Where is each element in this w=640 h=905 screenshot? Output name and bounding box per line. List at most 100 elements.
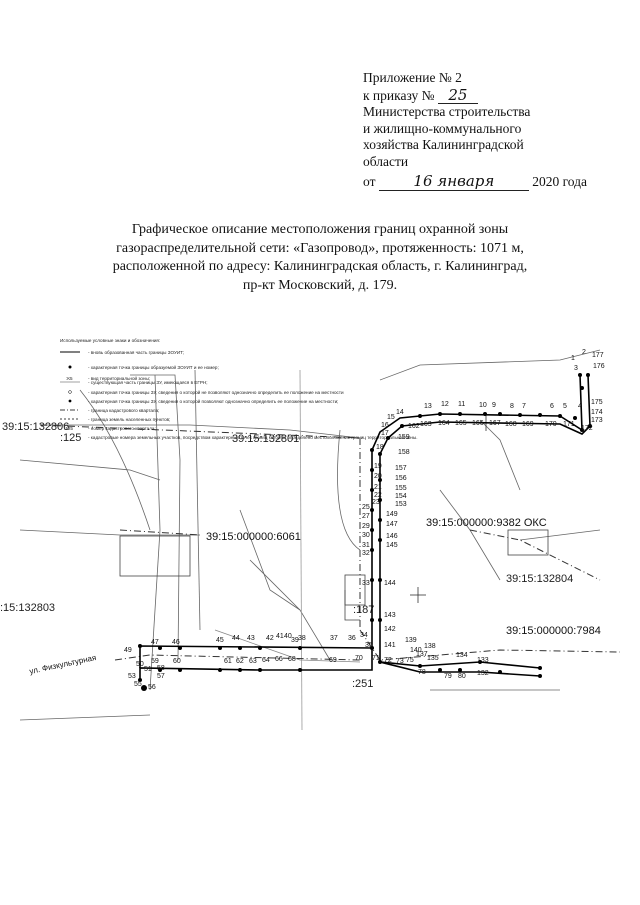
point-label: 9 xyxy=(492,402,496,409)
point-label: 45 xyxy=(216,637,224,644)
point-label: 44 xyxy=(232,635,240,642)
point-label: 163 xyxy=(420,421,432,428)
point-label: 70 xyxy=(355,655,363,662)
point-label: 153 xyxy=(395,501,407,508)
point-label: 31 xyxy=(362,542,370,549)
characteristic-points xyxy=(138,373,592,691)
point-label: 13 xyxy=(424,403,432,410)
zone-labels: 39:15:000000:6061 39:15:000000:9382 ОКС … xyxy=(206,517,601,637)
point-label: 20 xyxy=(374,473,382,480)
appendix-title: Приложение № 2 xyxy=(363,70,462,85)
legend-item-3-symbol: :К5 xyxy=(66,376,73,381)
point-label: 4 xyxy=(578,403,582,410)
title-line-2: газораспределительной сети: «Газопровод»… xyxy=(116,240,524,256)
point-label: 158 xyxy=(398,449,410,456)
base-map-lines xyxy=(19,349,601,731)
point-label: 144 xyxy=(384,580,396,587)
legend: Используемые условные знаки и обозначени… xyxy=(60,338,418,440)
point-label: 25 xyxy=(362,504,370,511)
point-label: 71 xyxy=(372,655,380,662)
point-label: 47 xyxy=(151,639,159,646)
zone-label-7984: 39:15:000000:7984 xyxy=(506,625,601,637)
point-label: 30 xyxy=(362,532,370,539)
point-label: 57 xyxy=(157,673,165,680)
point-label: 145 xyxy=(386,542,398,549)
order-number-line: к приказу № 25 xyxy=(363,86,633,104)
point-label: 8 xyxy=(510,403,514,410)
point-label: 14 xyxy=(396,409,404,416)
document-title: Графическое описание местоположения гран… xyxy=(100,221,540,295)
point-label: 53 xyxy=(128,673,136,680)
point-label: 138 xyxy=(424,643,436,650)
point-label: 17 xyxy=(381,430,389,437)
date-prefix: от xyxy=(363,174,376,189)
point-label: 37 xyxy=(330,635,338,642)
point-label: 22 xyxy=(374,492,382,499)
point-label: 156 xyxy=(395,475,407,482)
map-scheme: Используемые условные знаки и обозначени… xyxy=(0,338,621,731)
point-label: 140 xyxy=(410,647,422,654)
point-label: 19 xyxy=(374,463,382,470)
point-label: 33 xyxy=(362,580,370,587)
buildings xyxy=(119,529,549,621)
point-label: 10 xyxy=(479,402,487,409)
ministry-line-1: Министерства строительства xyxy=(363,104,531,119)
point-label: 58 xyxy=(157,665,165,672)
point-label: 132 xyxy=(477,670,489,677)
zone-label-6061: 39:15:000000:6061 xyxy=(206,531,301,543)
point-label: 79 xyxy=(444,673,452,680)
date-line: от 16 января 2020 года xyxy=(363,173,633,191)
title-line-1: Графическое описание местоположения гран… xyxy=(131,222,509,237)
point-label: 56 xyxy=(148,684,156,691)
point-label: 18 xyxy=(376,444,384,451)
point-label: 21 xyxy=(374,484,382,491)
point-label: 73 xyxy=(396,658,404,665)
point-label: 2 xyxy=(582,349,586,356)
point-label: 1 xyxy=(571,355,575,362)
point-label: 170 xyxy=(545,421,557,428)
point-label: 46 xyxy=(172,639,180,646)
date-suffix: 2020 года xyxy=(532,174,588,189)
cadastral-label-132806: 39:15:132806 xyxy=(2,421,69,433)
point-label: 137 xyxy=(416,651,428,658)
point-label: 16 xyxy=(381,422,389,429)
ministry-line-2: и жилищно-коммунального xyxy=(363,120,522,136)
appendix-header: Приложение № 2 к приказу № 25 Министерст… xyxy=(363,70,633,191)
point-label: 64 xyxy=(262,657,270,664)
point-label: 175 xyxy=(591,399,603,406)
point-label: 146 xyxy=(386,533,398,540)
point-label: 68 xyxy=(288,656,296,663)
point-label: 50 xyxy=(136,661,144,668)
title-line-4: пр-кт Московский, д. 179. xyxy=(242,277,398,293)
point-label: 69 xyxy=(329,657,337,664)
point-label: 78 xyxy=(418,669,426,676)
point-label: 49 xyxy=(124,647,132,654)
point-label: 27 xyxy=(362,513,370,520)
cadastral-label-125: :125 xyxy=(60,432,81,444)
point-label: 154 xyxy=(395,493,407,500)
legend-item-5: - характерная точка границы ЗУ, сведения… xyxy=(88,389,344,395)
point-label: 169 xyxy=(522,421,534,428)
point-label: 164 xyxy=(438,420,450,427)
grid-crosses xyxy=(410,415,494,603)
point-label: 166 xyxy=(472,420,484,427)
ministry-line-3: хозяйства Калининградской xyxy=(363,137,524,152)
point-label: 168 xyxy=(505,421,517,428)
title-line-3: расположенной по адресу: Калининградская… xyxy=(112,259,528,274)
point-label: 173 xyxy=(591,417,603,424)
point-label: 165 xyxy=(455,420,467,427)
cadastral-labels: 39:15:132806 :125 39:15:132801 39:15:132… xyxy=(0,421,573,690)
point-label: 6 xyxy=(550,403,554,410)
ministry-line-4: области xyxy=(363,153,409,169)
point-label: 5 xyxy=(563,403,567,410)
point-label: 40 xyxy=(284,633,292,640)
point-label: 59 xyxy=(151,658,159,665)
point-label: 43 xyxy=(247,635,255,642)
point-label: 139 xyxy=(405,637,417,644)
legend-item-10: - кадастровые номера земельных участков,… xyxy=(88,434,418,440)
point-label: 66 xyxy=(275,656,283,663)
point-label: 12 xyxy=(441,401,449,408)
legend-item-6: - характерная точка границы ЗУ, сведения… xyxy=(88,398,338,404)
point-label: 155 xyxy=(395,485,407,492)
legend-item-8: - граница земель населенных пунктов; xyxy=(88,417,170,422)
